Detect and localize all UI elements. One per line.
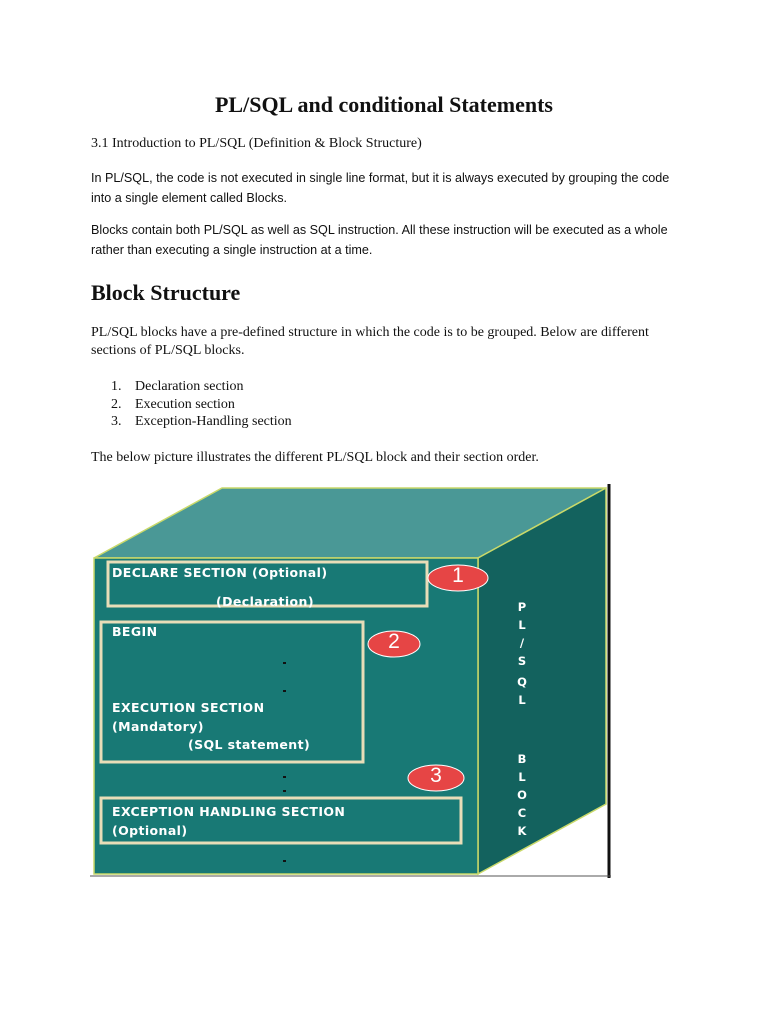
ellipsis-dot <box>283 790 286 792</box>
intro-paragraph-2: Blocks contain both PL/SQL as well as SQ… <box>91 223 668 257</box>
list-item-number: 1. <box>111 379 122 394</box>
badge-1 <box>427 564 489 592</box>
side-letter: O <box>517 788 527 802</box>
badge-2 <box>367 630 421 658</box>
declaration-label: (Declaration) <box>216 594 314 609</box>
list-item-label: Declaration section <box>135 379 244 394</box>
ellipsis-dot <box>283 662 286 664</box>
sql-statement-label: (SQL statement) <box>188 737 311 752</box>
list-item-label: Execution section <box>135 396 235 412</box>
figure-caption: The below picture illustrates the differ… <box>91 450 539 465</box>
side-letter: L <box>518 618 526 632</box>
list-item-number: 2. <box>111 396 122 412</box>
exception-section-label: EXCEPTION HANDLING SECTION <box>112 804 346 819</box>
side-letter: C <box>517 806 527 820</box>
list-item: 3. Exception-Handling section <box>111 413 292 431</box>
list-item: 2. Execution section <box>111 396 292 414</box>
ellipsis-dot <box>283 690 286 692</box>
execution-section-box <box>99 620 365 764</box>
exception-section-box <box>99 796 463 845</box>
badge-3 <box>407 764 465 792</box>
cube-front-face <box>93 557 479 875</box>
block-structure-heading: Block Structure <box>91 280 241 305</box>
ellipsis-dot <box>283 776 286 778</box>
sections-list: 1. Declaration section 2. Execution sect… <box>111 378 292 431</box>
list-item-label: Exception-Handling section <box>135 414 292 429</box>
side-letter: P <box>517 600 527 614</box>
list-item-number: 3. <box>111 414 122 429</box>
declare-section-box <box>106 560 429 608</box>
block-structure-paragraph: PL/SQL blocks have a pre-defined structu… <box>91 325 649 358</box>
page-title: PL/SQL and conditional Statements <box>214 92 553 117</box>
optional-label: (Optional) <box>112 823 188 838</box>
side-letter: S <box>517 654 527 668</box>
block-cube-graphic <box>90 484 611 878</box>
side-letter: K <box>517 824 527 838</box>
ellipsis-dot <box>283 860 286 862</box>
declare-section-label: DECLARE SECTION (Optional) <box>112 565 328 580</box>
plsql-block-diagram: DECLARE SECTION (Optional) (Declaration)… <box>90 484 614 878</box>
mandatory-label: (Mandatory) <box>112 719 204 734</box>
side-letter: B <box>517 752 527 766</box>
side-letter: L <box>518 693 526 707</box>
badge-number-1: 1 <box>452 564 464 587</box>
badge-number-2: 2 <box>388 630 400 653</box>
side-letter: Q <box>517 675 527 689</box>
list-item: 1. Declaration section <box>111 378 292 396</box>
section-subheading: 3.1 Introduction to PL/SQL (Definition &… <box>91 136 422 151</box>
intro-paragraph-1: In PL/SQL, the code is not executed in s… <box>91 171 670 205</box>
badge-number-3: 3 <box>430 764 442 787</box>
execution-section-label: EXECUTION SECTION <box>112 700 265 715</box>
side-letter: / <box>519 636 525 650</box>
begin-label: BEGIN <box>112 624 158 639</box>
side-letter: L <box>518 770 526 784</box>
